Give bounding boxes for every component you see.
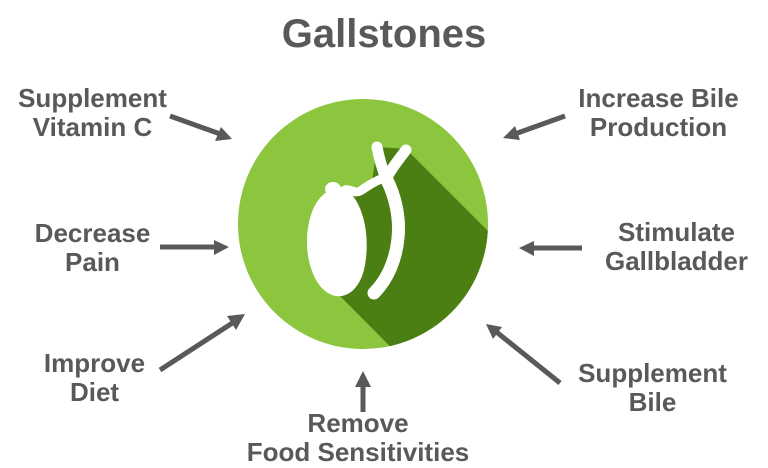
arrow-head-supplement-vitamin-c <box>215 127 232 141</box>
arrow-head-improve-diet <box>227 314 245 330</box>
arrow-line-improve-diet <box>158 317 239 373</box>
label-improve-diet: Improve Diet <box>2 349 187 407</box>
arrow-line-supplement-bile <box>492 328 562 385</box>
label-line: Diet <box>69 377 120 407</box>
label-line: Supplement <box>18 83 167 113</box>
arrow-head-remove-food <box>355 371 371 387</box>
label-increase-bile-production: Increase Bile Production <box>566 84 751 142</box>
label-decrease-pain: Decrease Pain <box>0 219 185 277</box>
label-line: Pain <box>65 247 120 277</box>
gallbladder-ducts <box>336 141 412 300</box>
label-line: Food Sensitivities <box>246 437 470 467</box>
label-line: Supplement <box>578 358 727 388</box>
label-line: Production <box>589 112 728 142</box>
label-remove-food-sensitivities: Remove Food Sensitivities <box>233 409 483 467</box>
label-line: Decrease <box>34 218 151 248</box>
arrow-line-supplement-vitamin-c <box>169 113 224 138</box>
arrow-head-supplement-bile <box>486 324 502 339</box>
icon-long-shadow <box>313 147 488 349</box>
arrows <box>158 113 582 412</box>
gallbladder-sac <box>306 188 367 297</box>
label-supplement-bile: Supplement Bile <box>560 359 745 417</box>
arrow-head-stimulate-gallbladder <box>519 241 534 256</box>
label-line: Stimulate <box>617 217 736 247</box>
label-line: Increase Bile <box>578 83 739 113</box>
arrow-line-increase-bile <box>511 113 566 138</box>
label-supplement-vitamin-c: Supplement Vitamin C <box>0 84 185 142</box>
arrow-head-increase-bile <box>503 126 520 140</box>
arrow-heads <box>214 126 534 387</box>
label-line: Bile <box>628 387 677 417</box>
label-line: Remove <box>307 408 409 438</box>
arrow-head-decrease-pain <box>214 240 229 255</box>
label-line: Gallbladder <box>604 246 749 276</box>
label-line: Improve <box>43 348 146 378</box>
cystic-duct <box>336 174 386 199</box>
page-title: Gallstones <box>281 12 487 56</box>
label-stimulate-gallbladder: Stimulate Gallbladder <box>584 218 768 276</box>
label-line: Vitamin C <box>32 112 153 142</box>
common-bile-duct <box>367 171 405 300</box>
